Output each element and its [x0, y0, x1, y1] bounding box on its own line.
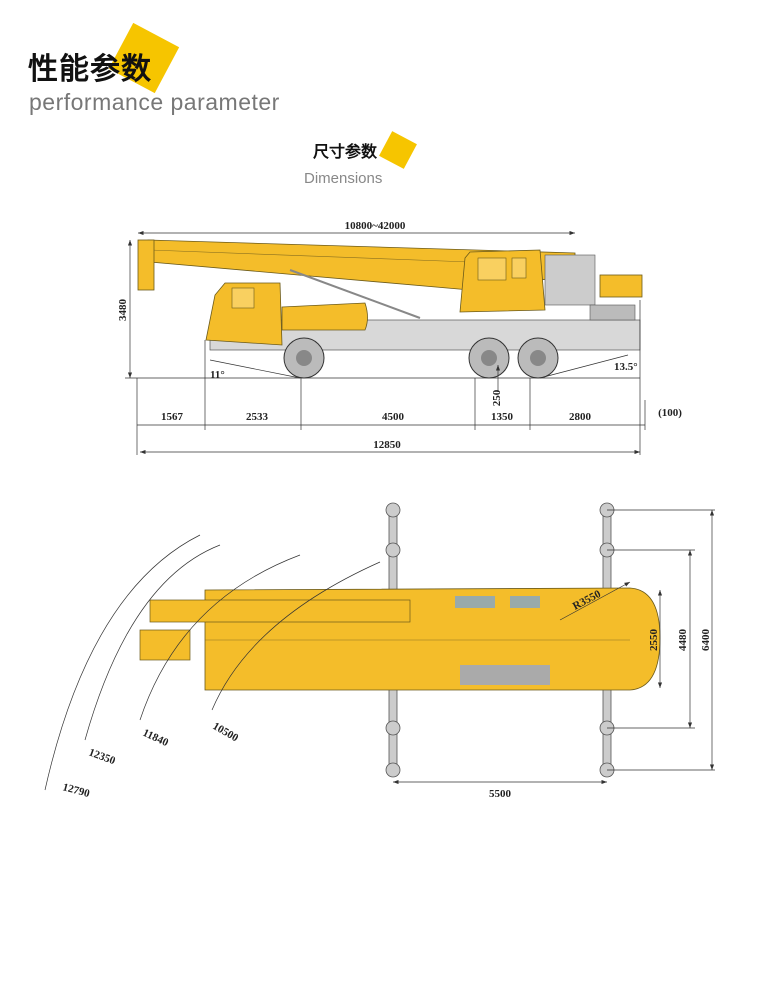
turning-radius-label: 12350 — [87, 747, 117, 768]
segment-label: 1350 — [491, 411, 514, 423]
side-view-crane — [137, 239, 643, 379]
wheel — [283, 337, 325, 379]
segment-label: 2800 — [569, 411, 592, 423]
width-label: 2550 — [648, 629, 660, 652]
segment-label: 1567 — [161, 411, 184, 423]
top-view-crane — [139, 502, 661, 778]
departure-angle-label: 13.5° — [614, 361, 638, 373]
outrigger-span-label: 5500 — [489, 788, 512, 800]
turning-radius-label: 12790 — [61, 781, 91, 800]
segment-label: 4500 — [382, 411, 405, 423]
top-view-dimensions — [44, 509, 715, 791]
section-subtitle: Dimensions — [304, 170, 383, 187]
page-subtitle: performance parameter — [29, 89, 280, 115]
width-label: 6400 — [700, 629, 712, 652]
overhang-label: (100) — [658, 407, 682, 419]
height-label: 3480 — [117, 299, 129, 322]
page-title: 性能参数 — [28, 52, 152, 87]
side-view-dimensions — [125, 230, 646, 455]
width-label: 4480 — [677, 629, 689, 652]
total-length-label: 12850 — [373, 439, 401, 451]
wheel — [468, 337, 510, 379]
ground-clearance-label: 250 — [491, 389, 503, 406]
turning-radius-label: 11840 — [141, 727, 171, 749]
segment-label: 2533 — [246, 411, 269, 423]
approach-angle-label: 11° — [210, 369, 225, 381]
wheel — [517, 337, 559, 379]
boom-length-label: 10800~42000 — [345, 220, 406, 232]
section-title: 尺寸参数 — [313, 142, 378, 161]
turning-radius-label: 10500 — [211, 720, 241, 744]
